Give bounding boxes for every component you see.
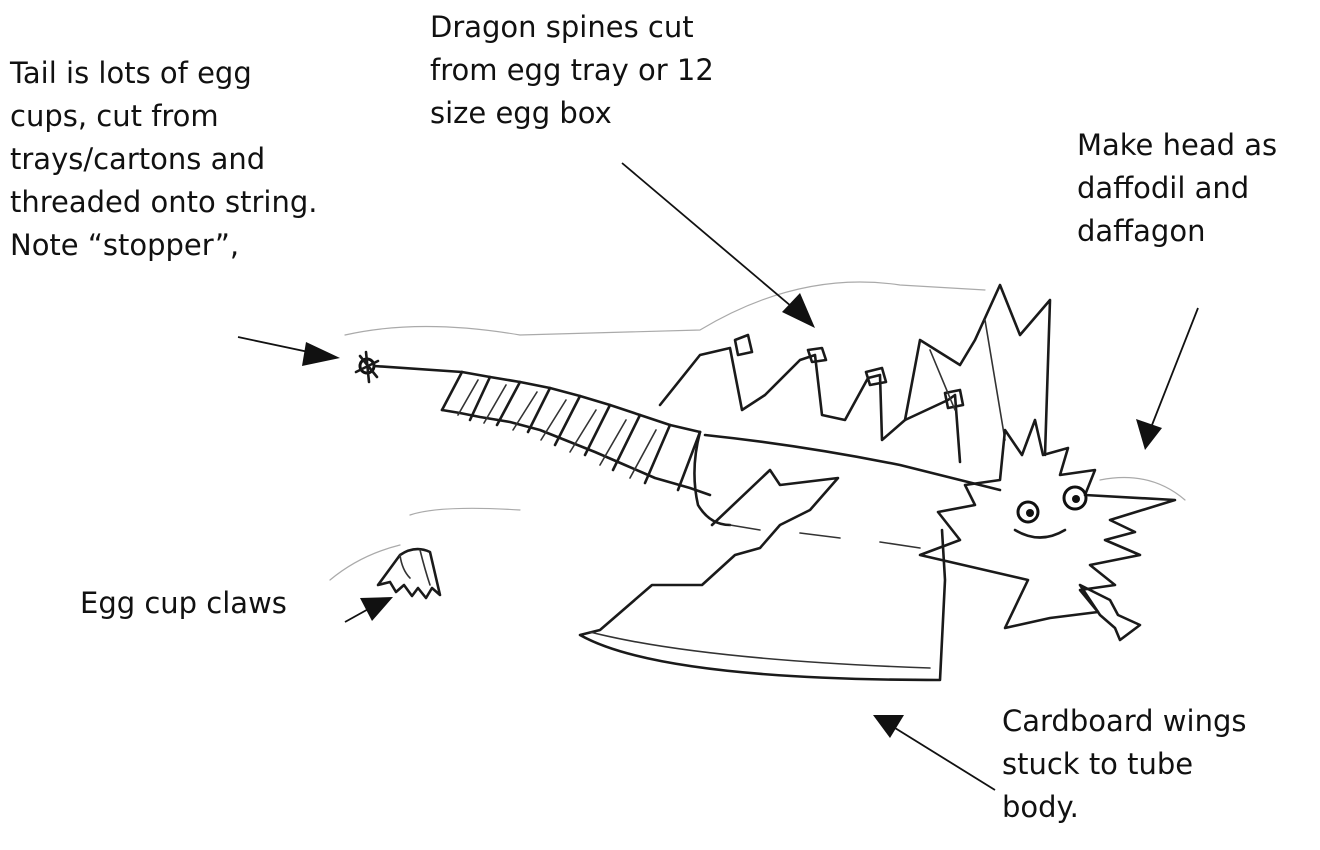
stopper — [356, 352, 462, 382]
claws-annotation: Egg cup claws — [80, 582, 287, 625]
head-annotation: Make head as daffodil and daffagon — [1077, 124, 1277, 253]
tail-annotation-line: cups, cut from — [10, 95, 317, 138]
arrow-to-wings — [873, 715, 995, 790]
head-annotation-line: Make head as — [1077, 124, 1277, 167]
spines-annotation-line: from egg tray or 12 — [430, 49, 714, 92]
spines-annotation-line: Dragon spines cut — [430, 6, 714, 49]
wings-annotation: Cardboard wings stuck to tube body. — [1002, 700, 1246, 829]
tail-annotation: Tail is lots of egg cups, cut from trays… — [10, 52, 317, 267]
arrow-to-spines — [622, 163, 815, 328]
spines-annotation-line: size egg box — [430, 92, 714, 135]
arrow-to-stopper — [238, 337, 340, 366]
egg-cup-claw — [378, 549, 440, 598]
arrow-to-claw — [345, 597, 393, 622]
wings-annotation-line: stuck to tube — [1002, 743, 1246, 786]
spines-annotation: Dragon spines cut from egg tray or 12 si… — [430, 6, 714, 135]
cardboard-wings — [580, 470, 945, 680]
tail-annotation-line: Tail is lots of egg — [10, 52, 317, 95]
tail-annotation-line: threaded onto string. — [10, 181, 317, 224]
tail-annotation-line: trays/cartons and — [10, 138, 317, 181]
head-annotation-line: daffagon — [1077, 210, 1277, 253]
wings-annotation-line: body. — [1002, 786, 1246, 829]
arrow-to-head — [1136, 308, 1198, 450]
claws-annotation-line: Egg cup claws — [80, 582, 287, 625]
head-annotation-line: daffodil and — [1077, 167, 1277, 210]
tail-egg-cups — [442, 372, 710, 495]
tail-annotation-line: Note “stopper”, — [10, 224, 317, 267]
wings-annotation-line: Cardboard wings — [1002, 700, 1246, 743]
